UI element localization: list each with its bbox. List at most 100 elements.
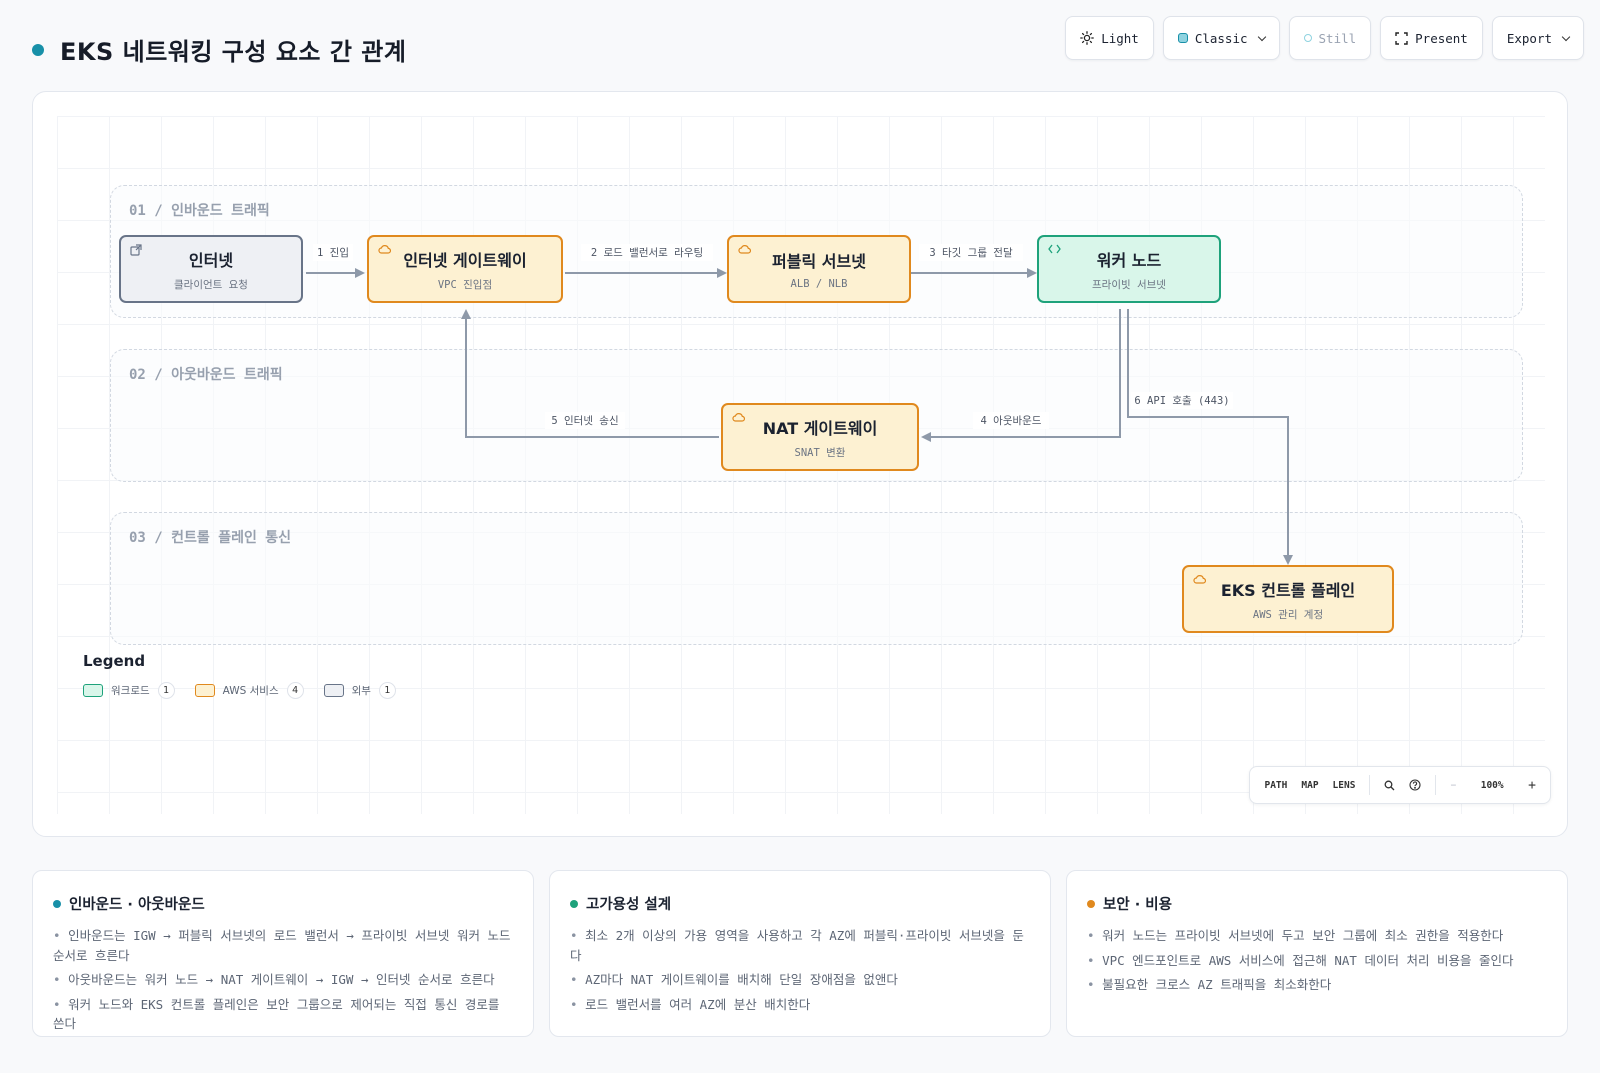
toolbar: Light Classic Still Present Export (1065, 16, 1584, 60)
edge-4-path (921, 309, 1121, 442)
list-item: 불필요한 크로스 AZ 트래픽을 최소화한다 (1087, 975, 1547, 995)
group-label: 01 / 인바운드 트래픽 (129, 203, 270, 219)
motion-button-label: Still (1318, 30, 1357, 46)
edge-6-path (1127, 309, 1293, 565)
chevron-down-icon (1561, 32, 1571, 41)
export-dropdown[interactable]: Export (1491, 16, 1584, 60)
card-title: 보안 · 비용 (1103, 897, 1172, 913)
legend: Legend 워크로드 1 AWS 서비스 4 외부 1 (83, 652, 396, 699)
node-title: EKS 컨트롤 플레인 (1220, 580, 1356, 600)
edge-2-label: 2 로드 밸런서로 라우팅 (591, 247, 703, 259)
group-label: 02 / 아웃바운드 트래픽 (129, 367, 283, 383)
divider (1369, 775, 1371, 795)
motion-button[interactable]: Still (1288, 16, 1372, 60)
zoom-out-button[interactable]: − (1450, 779, 1457, 791)
path-button[interactable]: PATH (1264, 779, 1288, 791)
legend-swatch (194, 684, 215, 697)
help-icon[interactable] (1409, 779, 1421, 791)
edge-6-label: 6 API 호출 (443) (1134, 395, 1229, 407)
node-nat-gateway[interactable]: NAT 게이트웨이 SNAT 변환 (721, 403, 919, 471)
card-dot (1087, 899, 1095, 908)
list-item: VPC 엔드포인트로 AWS 서비스에 접근해 NAT 데이터 처리 비용을 줄… (1087, 951, 1547, 971)
legend-item-aws[interactable]: AWS 서비스 4 (194, 682, 304, 699)
card-dot (570, 899, 578, 908)
page-title: EKS 네트워킹 구성 요소 간 관계 (60, 38, 407, 66)
list-item: 워커 노드는 프라이빗 서브넷에 두고 보안 그룹에 최소 권한을 적용한다 (1087, 926, 1547, 946)
group-label: 03 / 컨트롤 플레인 통신 (129, 530, 292, 546)
fullscreen-icon (1395, 31, 1408, 45)
legend-swatch (83, 684, 103, 697)
page-header: EKS 네트워킹 구성 요소 간 관계 (32, 32, 406, 67)
style-dropdown[interactable]: Classic (1162, 16, 1280, 60)
node-title: NAT 게이트웨이 (762, 418, 878, 438)
edge-5-label: 5 인터넷 송신 (551, 415, 618, 427)
legend-item-external[interactable]: 외부 1 (323, 682, 396, 699)
node-subtitle: VPC 진입점 (437, 278, 493, 291)
node-worker[interactable]: 워커 노드 프라이빗 서브넷 (1037, 235, 1221, 303)
chevron-down-icon (1257, 32, 1266, 41)
still-icon (1303, 34, 1312, 42)
diagram-canvas[interactable]: 01 / 인바운드 트래픽 02 / 아웃바운드 트래픽 03 / 컨트롤 플레… (32, 91, 1568, 837)
external-link-icon (130, 244, 142, 256)
card-security-cost: 보안 · 비용 워커 노드는 프라이빗 서브넷에 두고 보안 그룹에 최소 권한… (1066, 870, 1568, 1037)
export-dropdown-label: Export (1506, 30, 1552, 46)
canvas-controls: PATH MAP LENS − 100% + (1249, 766, 1551, 804)
title-dot (32, 43, 44, 56)
legend-title: Legend (83, 652, 146, 670)
card-inbound-outbound: 인바운드 · 아웃바운드 인바운드는 IGW → 퍼블릭 서브넷의 로드 밸런서… (32, 870, 534, 1037)
card-high-availability: 고가용성 설계 최소 2개 이상의 가용 영역을 사용하고 각 AZ에 퍼블릭·… (549, 870, 1051, 1037)
present-button[interactable]: Present (1380, 16, 1483, 60)
card-title: 인바운드 · 아웃바운드 (69, 897, 205, 913)
node-internet-gateway[interactable]: 인터넷 게이트웨이 VPC 진입점 (367, 235, 563, 303)
card-dot (53, 899, 61, 908)
legend-label: 워크로드 (111, 685, 150, 697)
legend-count: 1 (157, 682, 175, 699)
legend-label: 외부 (351, 685, 371, 697)
edge-5-path (461, 309, 719, 438)
node-subtitle: 클라이언트 요청 (174, 278, 248, 291)
list-item: 인바운드는 IGW → 퍼블릭 서브넷의 로드 밸런서 → 프라이빗 서브넷 워… (53, 926, 513, 965)
divider (1435, 775, 1437, 795)
style-swatch-icon (1177, 33, 1188, 43)
code-icon (1048, 244, 1061, 254)
zoom-in-button[interactable]: + (1528, 777, 1536, 793)
edge-1-label: 1 진입 (317, 246, 349, 259)
list-item: 아웃바운드는 워커 노드 → NAT 게이트웨이 → IGW → 인터넷 순서로… (53, 970, 513, 990)
node-internet[interactable]: 인터넷 클라이언트 요청 (119, 235, 303, 303)
cloud-icon (1193, 575, 1206, 584)
node-subtitle: 프라이빗 서브넷 (1092, 278, 1166, 291)
list-item: 로드 밸런서를 여러 AZ에 분산 배치한다 (570, 995, 1030, 1015)
list-item: 워커 노드와 EKS 컨트롤 플레인은 보안 그룹으로 제어되는 직접 통신 경… (53, 995, 513, 1034)
theme-button[interactable]: Light (1065, 16, 1154, 60)
legend-count: 1 (378, 682, 396, 699)
node-title: 인터넷 (188, 250, 234, 270)
node-title: 퍼블릭 서브넷 (772, 252, 866, 271)
sun-icon (1080, 31, 1095, 45)
node-subtitle: SNAT 변환 (794, 446, 846, 459)
present-button-label: Present (1415, 30, 1468, 46)
lens-button[interactable]: LENS (1332, 779, 1356, 791)
map-button[interactable]: MAP (1301, 779, 1319, 791)
legend-swatch (323, 684, 344, 697)
node-subtitle: ALB / NLB (790, 278, 848, 290)
list-item: AZ마다 NAT 게이트웨이를 배치해 단일 장애점을 없앤다 (570, 970, 1030, 990)
legend-item-workload[interactable]: 워크로드 1 (83, 682, 175, 699)
edge-3-label: 3 타깃 그룹 전달 (929, 247, 1013, 259)
edge-4-label: 4 아웃바운드 (981, 415, 1042, 427)
edges-layer: 1 진입 2 로드 밸런서로 라우팅 3 타깃 그룹 전달 4 아웃바운드 5 … (306, 244, 1293, 565)
style-dropdown-label: Classic (1194, 30, 1248, 46)
legend-label: AWS 서비스 (222, 685, 279, 697)
node-title: 워커 노드 (1096, 250, 1162, 270)
list-item: 최소 2개 이상의 가용 영역을 사용하고 각 AZ에 퍼블릭·프라이빗 서브넷… (570, 926, 1030, 965)
node-public-subnet[interactable]: 퍼블릭 서브넷 ALB / NLB (727, 235, 911, 303)
theme-button-label: Light (1101, 30, 1139, 46)
cloud-icon (732, 413, 745, 422)
zoom-level: 100% (1480, 779, 1504, 791)
card-title: 고가용성 설계 (586, 897, 672, 913)
node-subtitle: AWS 관리 계정 (1252, 608, 1324, 621)
legend-count: 4 (286, 682, 304, 699)
cloud-icon (378, 245, 391, 254)
search-icon[interactable] (1384, 780, 1395, 791)
cloud-icon (738, 245, 751, 254)
node-eks-control-plane[interactable]: EKS 컨트롤 플레인 AWS 관리 계정 (1182, 565, 1394, 633)
